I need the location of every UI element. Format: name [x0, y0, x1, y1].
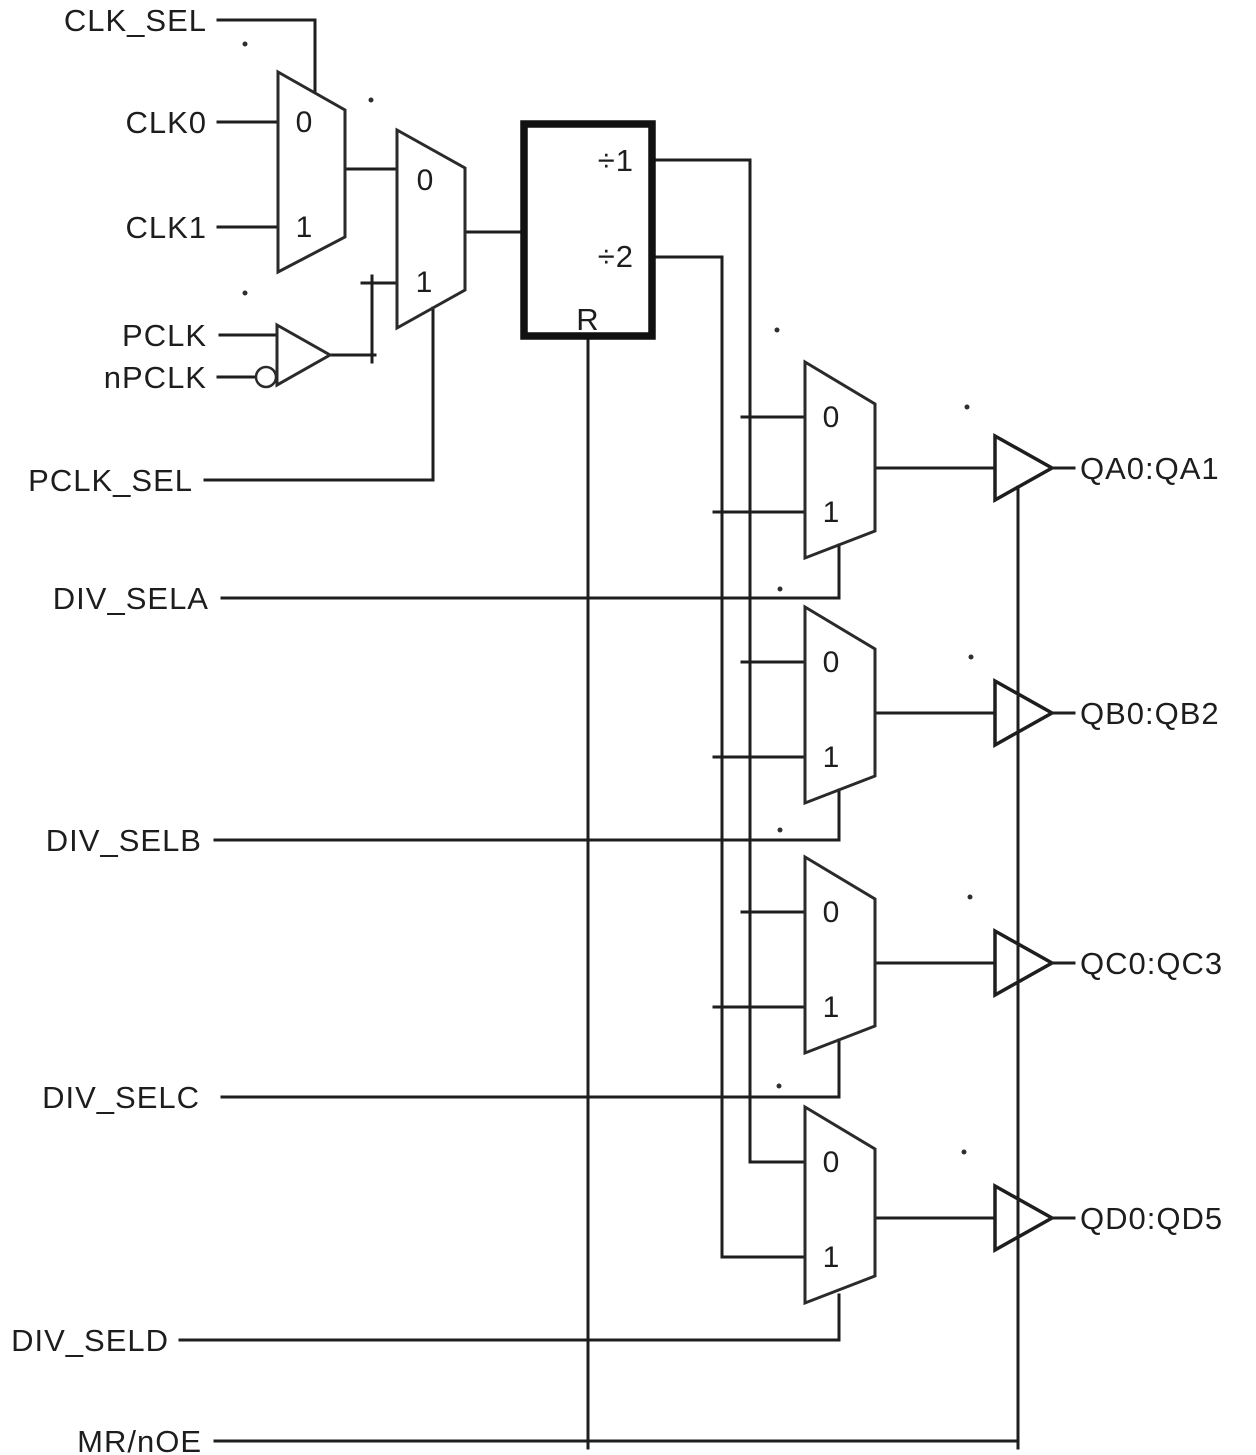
- wire-clk-sel: [216, 18, 317, 94]
- wire-div-seld: [178, 1293, 841, 1342]
- mux-port-0-label: 0: [417, 164, 434, 197]
- output-buffers: [993, 433, 1056, 1253]
- label-div-seld: DIV_SELD: [11, 1323, 169, 1358]
- qd-buffer-icon: [993, 1183, 1056, 1253]
- mux-port-1-label: 1: [823, 991, 840, 1024]
- label-div-selc: DIV_SELC: [42, 1080, 200, 1115]
- label-div-sela: DIV_SELA: [53, 581, 209, 616]
- label-pclk: PCLK: [122, 318, 207, 353]
- label-clk0: CLK0: [125, 105, 207, 140]
- mux-symbol: [803, 1104, 877, 1306]
- wire-div-sela: [220, 543, 841, 600]
- bank-c-mux: 0 1: [803, 854, 877, 1056]
- mux-port-1-label: 1: [823, 1241, 840, 1274]
- mux-symbol: [276, 69, 347, 275]
- mux-symbol: [803, 359, 877, 561]
- reset-label: R: [576, 302, 599, 337]
- label-qd: QD0:QD5: [1080, 1201, 1223, 1236]
- wire-pclk-sel: [203, 306, 435, 482]
- qc-buffer-icon: [993, 928, 1056, 998]
- mux-port-0-label: 0: [823, 646, 840, 679]
- wire-receiver-out: [328, 274, 399, 364]
- mux-port-1-label: 1: [416, 266, 433, 299]
- divide-by-2-label: ÷2: [598, 239, 634, 274]
- pclk-differential-receiver: [254, 322, 334, 389]
- wire-div-selc: [220, 1038, 841, 1099]
- qa-buffer-icon: [993, 433, 1056, 503]
- divider-block: ÷1 ÷2 R: [520, 120, 656, 340]
- label-clk-sel: CLK_SEL: [64, 3, 207, 38]
- input-labels: CLK_SEL CLK0 CLK1 PCLK nPCLK PCLK_SEL DI…: [11, 3, 209, 1455]
- wire-div-selb: [213, 788, 841, 842]
- label-npclk: nPCLK: [104, 360, 207, 395]
- label-pclk-sel: PCLK_SEL: [28, 463, 193, 498]
- scan-specks: [242, 41, 974, 1155]
- label-clk1: CLK1: [125, 210, 207, 245]
- label-qb: QB0:QB2: [1080, 696, 1220, 731]
- output-labels: QA0:QA1 QB0:QB2 QC0:QC3 QD0:QD5: [1080, 451, 1223, 1236]
- bank-b-mux: 0 1: [803, 604, 877, 806]
- mux-port-0-label: 0: [823, 401, 840, 434]
- mux-port-1-label: 1: [296, 211, 313, 244]
- mux-port-1-label: 1: [823, 741, 840, 774]
- mux-port-1-label: 1: [823, 496, 840, 529]
- divide-by-1-label: ÷1: [598, 143, 634, 178]
- mux-port-0-label: 0: [823, 896, 840, 929]
- divider-box: [520, 120, 656, 340]
- mux-symbol: [803, 854, 877, 1056]
- mux-symbol: [395, 127, 467, 331]
- label-mr-noe: MR/nOE: [77, 1424, 202, 1455]
- receiver-triangle-icon: [275, 322, 334, 388]
- label-qa: QA0:QA1: [1080, 451, 1220, 486]
- pclk-clock-mux: 0 1: [395, 127, 467, 331]
- qb-buffer-icon: [993, 678, 1056, 748]
- inversion-bubble-icon: [254, 365, 278, 389]
- mux-port-0-label: 0: [296, 106, 313, 139]
- mux-port-0-label: 0: [823, 1146, 840, 1179]
- label-div-selb: DIV_SELB: [46, 823, 202, 858]
- bank-a-mux: 0 1: [803, 359, 877, 561]
- clock-input-mux: 0 1: [276, 69, 347, 275]
- wire-mr-noe: [213, 485, 1020, 1450]
- wires: [178, 18, 1076, 1450]
- mux-symbol: [803, 604, 877, 806]
- label-qc: QC0:QC3: [1080, 946, 1223, 981]
- bank-d-mux: 0 1: [803, 1104, 877, 1306]
